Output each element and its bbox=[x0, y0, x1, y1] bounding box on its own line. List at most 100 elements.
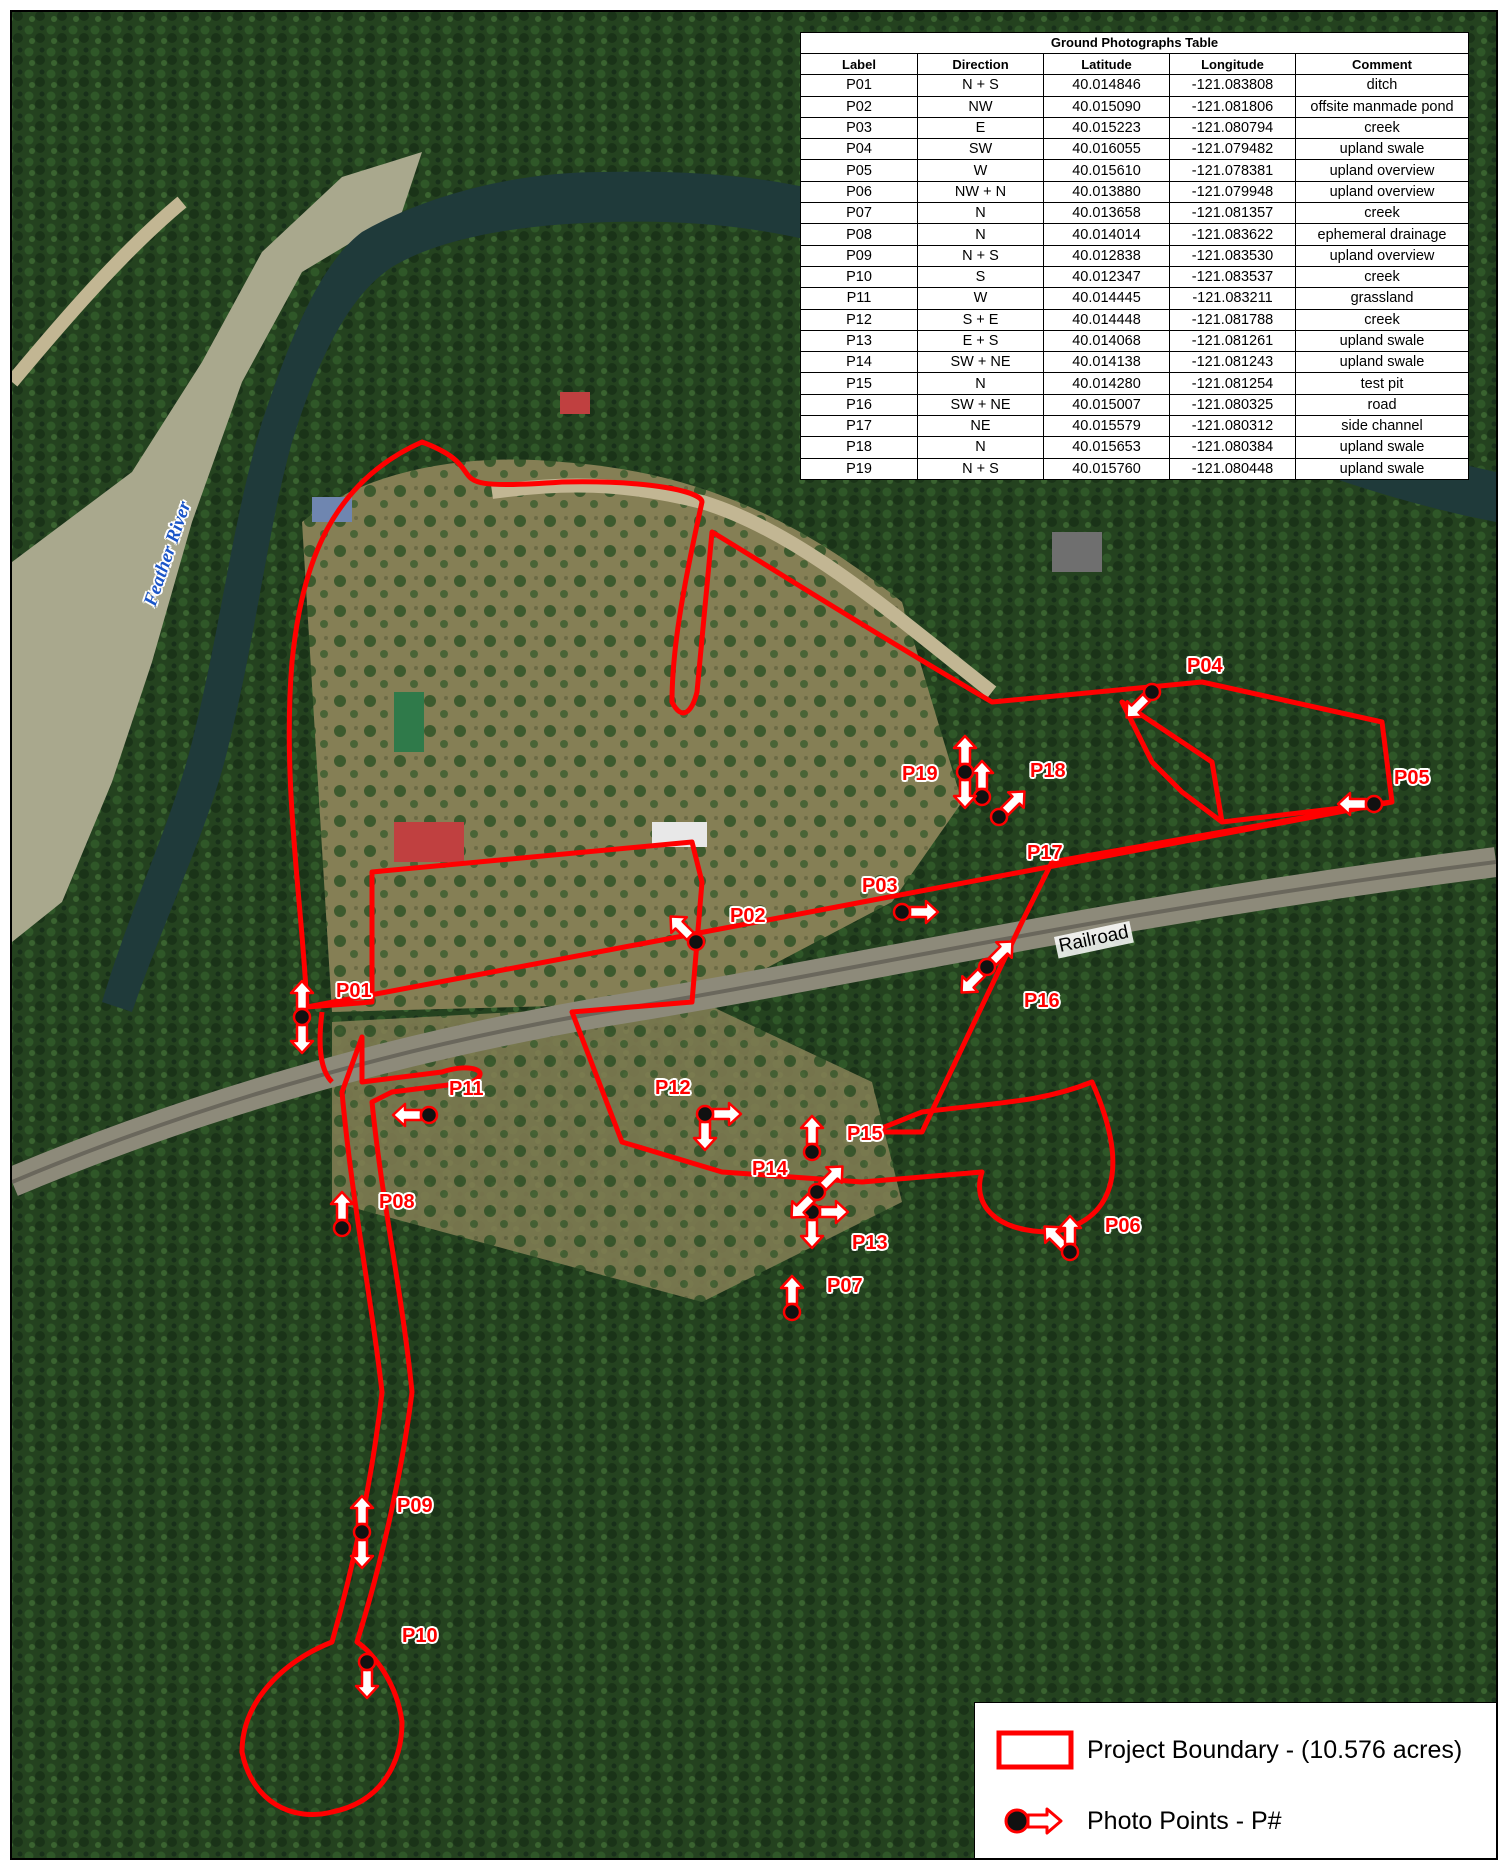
cell-comment: creek bbox=[1295, 308, 1469, 331]
photo-point bbox=[669, 915, 706, 952]
cell-latitude: 40.012347 bbox=[1043, 265, 1170, 289]
photo-point bbox=[1336, 791, 1384, 817]
cell-latitude: 40.014068 bbox=[1043, 329, 1170, 353]
photo-point-label: P03 bbox=[862, 875, 898, 897]
photo-point bbox=[329, 1190, 355, 1238]
photo-point-dot-icon bbox=[1142, 682, 1162, 702]
cell-comment: upland swale bbox=[1295, 329, 1469, 353]
building bbox=[394, 822, 464, 862]
photo-direction-arrow-icon bbox=[669, 915, 696, 942]
cell-label: P05 bbox=[800, 159, 918, 182]
photo-point-label: P19 bbox=[902, 763, 938, 785]
cell-direction: NW bbox=[917, 95, 1044, 118]
cell-longitude: -121.080312 bbox=[1169, 415, 1296, 438]
photo-point-dot-icon bbox=[892, 902, 912, 922]
cell-label: P04 bbox=[800, 138, 918, 161]
cell-longitude: -121.080384 bbox=[1169, 436, 1296, 459]
cell-direction: S + E bbox=[917, 308, 1044, 331]
cell-comment: side channel bbox=[1295, 415, 1469, 438]
cell-longitude: -121.079948 bbox=[1169, 180, 1296, 204]
cell-label: P07 bbox=[800, 202, 918, 225]
boundary-corridor bbox=[239, 1034, 483, 1817]
photo-point-label: P01 bbox=[336, 980, 372, 1002]
cell-label: P12 bbox=[800, 308, 918, 331]
cell-label: P14 bbox=[800, 351, 918, 374]
photo-direction-arrow-icon bbox=[960, 967, 987, 994]
cell-longitude: -121.080325 bbox=[1169, 393, 1296, 417]
photo-point-dot-icon bbox=[695, 1104, 715, 1124]
legend-boundary-row: Project Boundary - (10.576 acres) bbox=[995, 1729, 1462, 1771]
cell-direction: SW bbox=[917, 138, 1044, 161]
photo-point-dot-icon bbox=[1060, 1242, 1080, 1262]
col-latitude: Latitude bbox=[1043, 52, 1170, 76]
cell-longitude: -121.083537 bbox=[1169, 265, 1296, 289]
cell-label: P09 bbox=[800, 244, 918, 267]
photo-point-dot-icon bbox=[1364, 794, 1384, 814]
cell-latitude: 40.015223 bbox=[1043, 116, 1170, 140]
cell-longitude: -121.083622 bbox=[1169, 223, 1296, 246]
cell-label: P03 bbox=[800, 116, 918, 140]
cell-comment: upland swale bbox=[1295, 138, 1469, 161]
cell-latitude: 40.014445 bbox=[1043, 287, 1170, 310]
gravel-bank bbox=[12, 152, 422, 942]
photo-point-dot-icon bbox=[686, 932, 706, 952]
photo-point bbox=[799, 1114, 825, 1162]
boundary-swatch-icon bbox=[996, 1730, 1074, 1770]
photo-point-label: P02 bbox=[730, 905, 766, 927]
clearing bbox=[302, 459, 962, 1012]
photo-point-dot-icon bbox=[332, 1218, 352, 1238]
cell-longitude: -121.083211 bbox=[1169, 287, 1296, 310]
legend-photo-row: Photo Points - P# bbox=[995, 1801, 1282, 1841]
cell-direction: N + S bbox=[917, 457, 1044, 480]
photo-direction-arrow-icon bbox=[987, 940, 1014, 967]
cell-label: P17 bbox=[800, 415, 918, 438]
cell-comment: creek bbox=[1295, 116, 1469, 140]
cell-latitude: 40.013880 bbox=[1043, 180, 1170, 204]
cell-label: P13 bbox=[800, 329, 918, 353]
col-comment: Comment bbox=[1295, 52, 1469, 76]
photo-point-label: P13 bbox=[852, 1232, 888, 1254]
dirt-road bbox=[12, 196, 997, 698]
cell-label: P01 bbox=[800, 74, 918, 97]
legend-photo-label: Photo Points - P# bbox=[1087, 1806, 1282, 1835]
photo-direction-arrow-icon bbox=[349, 1538, 375, 1570]
legend-boundary-label: Project Boundary - (10.576 acres) bbox=[1087, 1735, 1463, 1764]
cell-latitude: 40.015579 bbox=[1043, 415, 1170, 438]
photo-direction-arrow-icon bbox=[969, 759, 995, 791]
cell-label: P18 bbox=[800, 436, 918, 459]
cell-longitude: -121.083530 bbox=[1169, 244, 1296, 267]
photo-point-label: P07 bbox=[827, 1275, 863, 1297]
cell-longitude: -121.083808 bbox=[1169, 74, 1296, 97]
cell-longitude: -121.080448 bbox=[1169, 457, 1296, 480]
col-longitude: Longitude bbox=[1169, 52, 1296, 76]
photo-direction-arrow-icon bbox=[289, 1023, 315, 1055]
cell-comment: upland swale bbox=[1295, 436, 1469, 459]
photo-point bbox=[289, 979, 315, 1055]
photo-direction-arrow-icon bbox=[818, 1199, 850, 1225]
cell-longitude: -121.078381 bbox=[1169, 159, 1296, 182]
photo-point-label: P16 bbox=[1024, 990, 1060, 1012]
cell-latitude: 40.012838 bbox=[1043, 244, 1170, 267]
photo-point bbox=[692, 1101, 743, 1152]
photo-point-label: P12 bbox=[655, 1077, 691, 1099]
cell-direction: SW + NE bbox=[917, 393, 1044, 417]
photo-point bbox=[952, 734, 978, 810]
photo-point-dot-icon bbox=[419, 1105, 439, 1125]
photo-direction-arrow-icon bbox=[349, 1494, 375, 1526]
photo-point-dot-icon bbox=[357, 1652, 377, 1672]
photo-point-dot-icon bbox=[782, 1302, 802, 1322]
table-header-row: Label Direction Latitude Longitude Comme… bbox=[800, 52, 1469, 76]
